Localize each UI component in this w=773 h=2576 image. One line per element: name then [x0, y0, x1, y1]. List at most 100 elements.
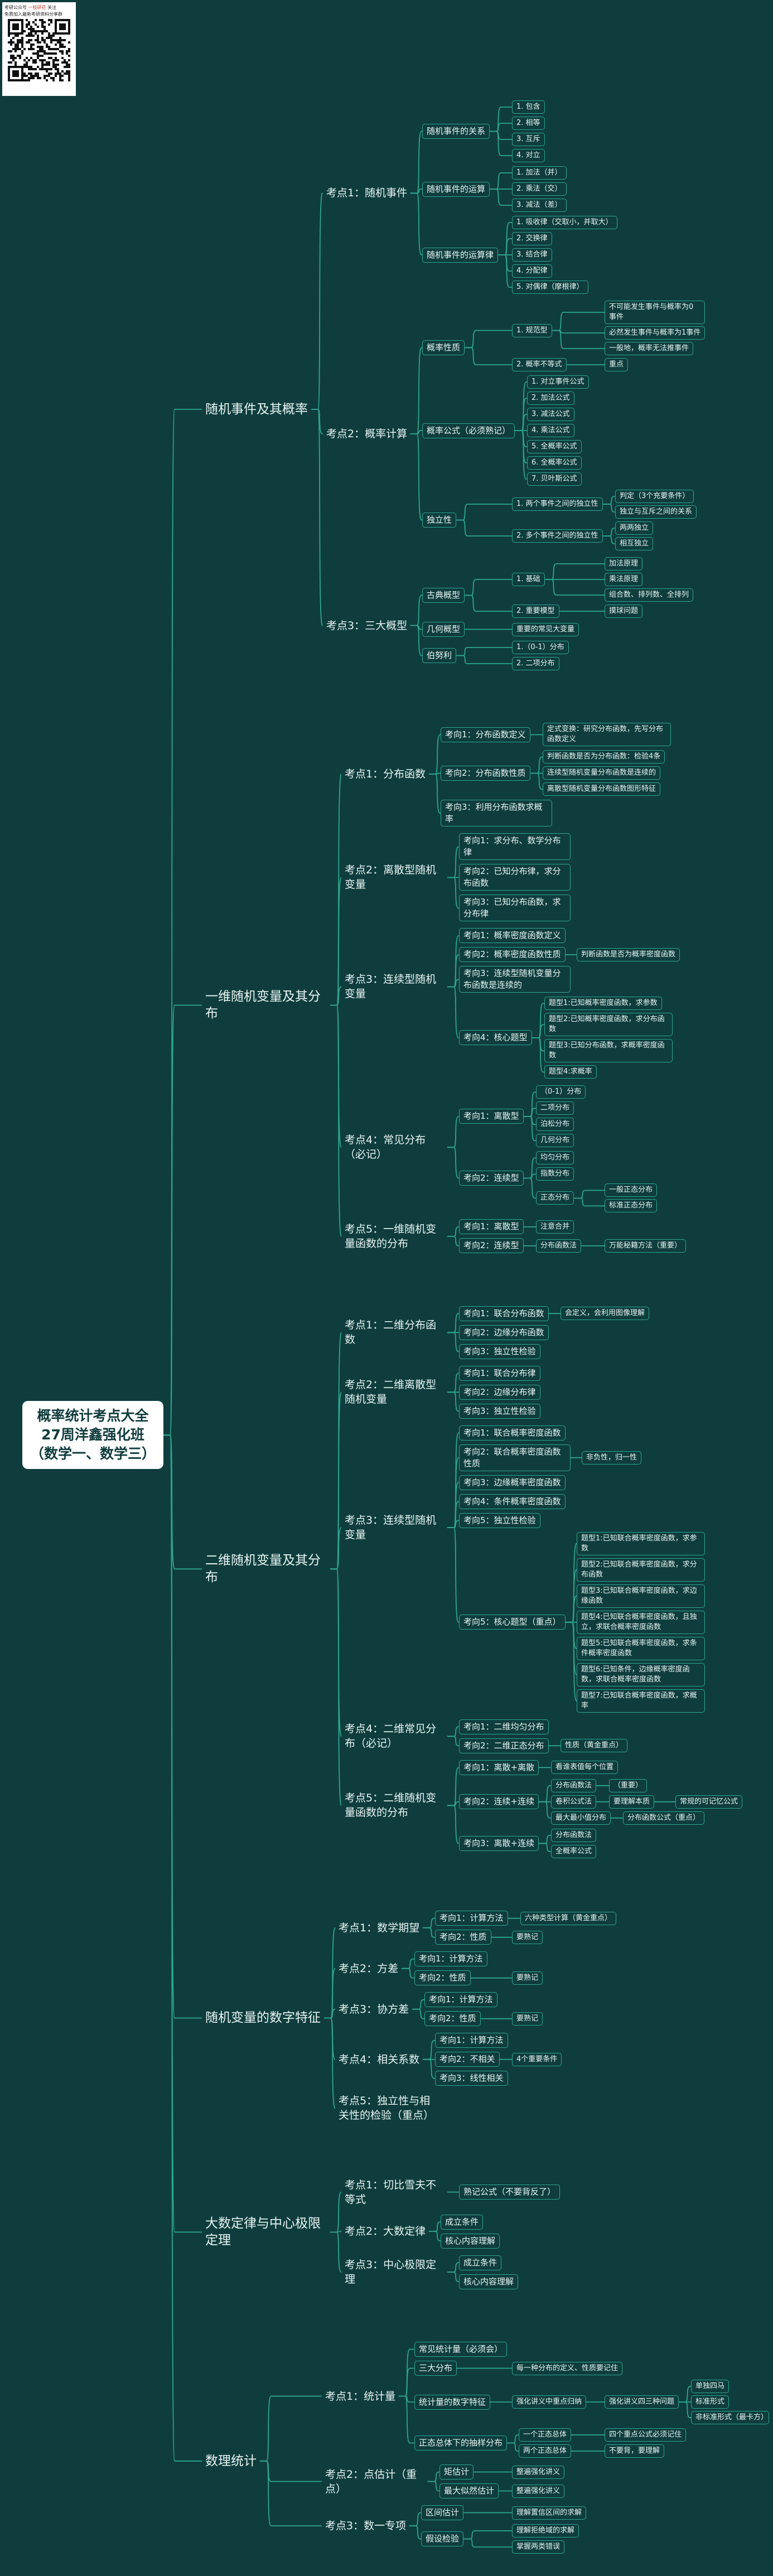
mindmap-node-l2: 考点2：大数定律: [345, 2225, 426, 2237]
mindmap-node-l4: 4. 乘法公式: [527, 424, 574, 437]
mindmap-node-l4: 1. 基础: [512, 573, 545, 586]
mindmap-node-l4: 每一种分布的定义、性质要记住: [512, 2362, 623, 2375]
mindmap-node-l4: 题型2:已知联合概率密度函数，求分布函数: [577, 1558, 705, 1582]
mindmap-node-l4: 题型3:已知联合概率密度函数，求边缘函数: [577, 1584, 705, 1608]
mindmap-node-l4: 两个正态总体: [519, 2444, 572, 2458]
mindmap-node-l4: 题型5:已知联合概率密度函数，求条件概率密度函数: [577, 1637, 705, 1660]
mindmap-node-l4: 题型6:已知条件，边缘概率密度函数，求联合概率密度函数: [577, 1663, 705, 1686]
mindmap-node-l3: 随机事件的运算律: [422, 248, 499, 263]
mindmap-node-l1: 一维随机变量及其分布: [205, 989, 321, 1021]
mindmap-node-l4: 2. 乘法（交）: [512, 182, 567, 196]
mindmap-node-l4: 性质（黄金重点）: [561, 1739, 628, 1752]
mindmap-node-l3: 考向1：概率密度函数定义: [459, 928, 566, 943]
mindmap-node-l2: 考点2：点估计（重点）: [325, 2468, 417, 2495]
mindmap-node-l2: 考点1：统计量: [325, 2390, 396, 2403]
mindmap-node-l4: 连续型随机变量分布函数是连续的: [543, 766, 661, 780]
mindmap-node-l5: 加法原理: [605, 557, 643, 571]
mindmap-node-l4: 2. 概率不等式: [512, 358, 567, 371]
mindmap-node-l4: 要熟记: [512, 1971, 543, 1985]
mindmap-node-l3: 常见统计量（必须会）: [414, 2342, 508, 2357]
mindmap-node-l4: 题型7:已知联合概率密度函数，求概率: [577, 1689, 705, 1713]
mindmap-node-l4: 强化讲义中重点归纳: [512, 2395, 587, 2409]
mindmap-node-l4: （0-1）分布: [536, 1085, 586, 1099]
mindmap-node-l3: 考向1：计算方法: [435, 1911, 508, 1926]
mindmap-node-l3: 核心内容理解: [459, 2274, 519, 2289]
mindmap-node-l3: 考向1：离散+离散: [459, 1760, 539, 1775]
mindmap-node-l5: 标准正态分布: [605, 1199, 658, 1212]
mindmap-node-l3: 考向1：离散型: [459, 1109, 524, 1124]
mindmap-node-l6: 单独四马: [691, 2380, 729, 2393]
mindmap-node-l4: 一个正态总体: [519, 2428, 572, 2442]
mindmap-node-l4: 卷积公式法: [551, 1795, 597, 1809]
mindmap-node-l4: 5. 对偶律（摩根律）: [512, 281, 588, 294]
mindmap-node-l4: 2. 多个事件之间的独立性: [512, 529, 603, 543]
mindmap-node-l4: 重要的常见大变量: [512, 623, 579, 636]
mindmap-node-l3: 考向1：离散型: [459, 1219, 524, 1234]
mindmap-node-l1: 二维随机变量及其分布: [205, 1553, 321, 1584]
mindmap-node-l4: 题型3:已知分布函数，求概率密度函数: [544, 1039, 673, 1062]
mindmap-node-l5: 不可能发生事件与概率为0事件: [605, 301, 705, 324]
mindmap-node-l4: 1. 加法（并）: [512, 166, 567, 180]
mindmap-node-l3: 熟记公式（不要背反了）: [459, 2184, 561, 2200]
mindmap-node-l3: 概率性质: [422, 340, 465, 355]
mindmap-node-l3: 考向3：利用分布函数求概率: [441, 800, 552, 827]
mindmap-node-l5: 摸球问题: [605, 605, 643, 618]
mindmap-node-l4: 要熟记: [512, 2012, 543, 2026]
mindmap-node-l2: 考点1：二维分布函数: [345, 1319, 437, 1346]
watermark-text-1: 考研公众号 一枝研花 关注: [4, 4, 74, 11]
mindmap-node-l4: 2. 交换律: [512, 232, 552, 245]
mindmap-node-l4: 注意合并: [536, 1220, 574, 1234]
mindmap-node-l3: 考向2：连续型: [459, 1171, 524, 1186]
mindmap-node-l3: 考向2：性质: [424, 2011, 481, 2026]
mindmap-node-l3: 考向2：二维正态分布: [459, 1738, 549, 1753]
mindmap-node-l5: 万能秘籍方法（重要）: [605, 1239, 687, 1253]
mindmap-node-l2: 考点3：数一专项: [325, 2520, 407, 2532]
mindmap-node-l4: 要熟记: [512, 1931, 543, 1944]
mindmap-node-l4: 理解拒绝域的求解: [512, 2524, 579, 2538]
mindmap-node-l4: 3. 结合律: [512, 248, 552, 262]
mindmap-node-l3: 随机事件的运算: [422, 182, 490, 197]
mindmap-node-l4: 3. 减法公式: [527, 408, 574, 421]
mindmap-node-l5: 乘法原理: [605, 573, 643, 586]
mindmap-node-l4: 4. 分配律: [512, 264, 552, 278]
mindmap-node-l3: 考向2：连续型: [459, 1238, 524, 1253]
mindmap-node-l4: 4个重要条件: [512, 2053, 562, 2066]
mindmap-node-l3: 正态总体下的抽样分布: [414, 2435, 508, 2451]
mindmap-node-l3: 独立性: [422, 513, 457, 528]
mindmap-node-l3: 考向1：计算方法: [435, 2033, 508, 2048]
mindmap-node-l5: 不要背，要理解: [605, 2444, 665, 2458]
mindmap-node-l3: 考向2：性质: [414, 1970, 471, 1985]
mindmap-node-l4: 题型1:已知概率密度函数，求参数: [544, 997, 662, 1010]
mindmap-node-l4: 理解置信区间的求解: [512, 2506, 587, 2520]
mindmap-node-l3: 考向3：线性相关: [435, 2071, 508, 2086]
watermark-follow: 关注: [47, 5, 57, 10]
mindmap-node-l3: 统计量的数字特征: [414, 2395, 491, 2410]
mindmap-node-l2: 考点2：离散型随机变量: [345, 864, 437, 891]
mindmap-node-l4: 3. 减法（差）: [512, 199, 567, 212]
mindmap-node-l4: 正态分布: [536, 1191, 574, 1205]
mindmap-node-l4: 2. 重要模型: [512, 605, 559, 618]
mindmap-node-l3: 考向3：独立性检验: [459, 1404, 540, 1419]
mindmap-node-l2: 考点2：概率计算: [326, 428, 408, 440]
watermark-brand: 一枝研花: [28, 5, 46, 10]
mindmap-node-l4: 1. 包含: [512, 100, 545, 114]
mindmap-node-l2: 考点2：二维离散型随机变量: [345, 1379, 437, 1405]
mindmap-node-l3: 考向3：已知分布函数，求分布律: [459, 895, 571, 921]
mindmap-node-l2: 考点5：二维随机变量函数的分布: [345, 1792, 437, 1819]
mindmap-node-l4: 泊松分布: [536, 1118, 574, 1131]
mindmap-node-l4: 全概率公式: [551, 1845, 597, 1858]
mindmap-node-l3: 核心内容理解: [441, 2234, 500, 2249]
mindmap-node-l4: 判断函数是否为概率密度函数: [577, 948, 680, 961]
mindmap-node-l4: 定式变换：研究分布函数，先写分布函数定义: [543, 723, 671, 746]
mindmap-node-l2: 考点5：一维随机变量函数的分布: [345, 1223, 437, 1250]
mindmap-node-l3: 考向2：联合概率密度函数性质: [459, 1444, 571, 1471]
mindmap-node-l3: 三大分布: [414, 2361, 457, 2376]
mindmap-node-l4: 题型2:已知概率密度函数，求分布函数: [544, 1013, 673, 1036]
mindmap-node-l3: 考向1：计算方法: [424, 1992, 497, 2007]
mindmap-node-l4: 六种类型计算（黄金重点）: [520, 1912, 617, 1925]
mindmap-node-l3: 概率公式（必须熟记）: [422, 423, 515, 438]
mindmap-node-l3: 考向2：边缘分布律: [459, 1385, 540, 1400]
mindmap-node-l3: 考向1：联合概率密度函数: [459, 1425, 566, 1441]
mindmap-node-l3: 考向2：连续+连续: [459, 1794, 539, 1809]
mindmap-node-l4: 离散型随机变量分布函数图形特征: [543, 782, 661, 796]
